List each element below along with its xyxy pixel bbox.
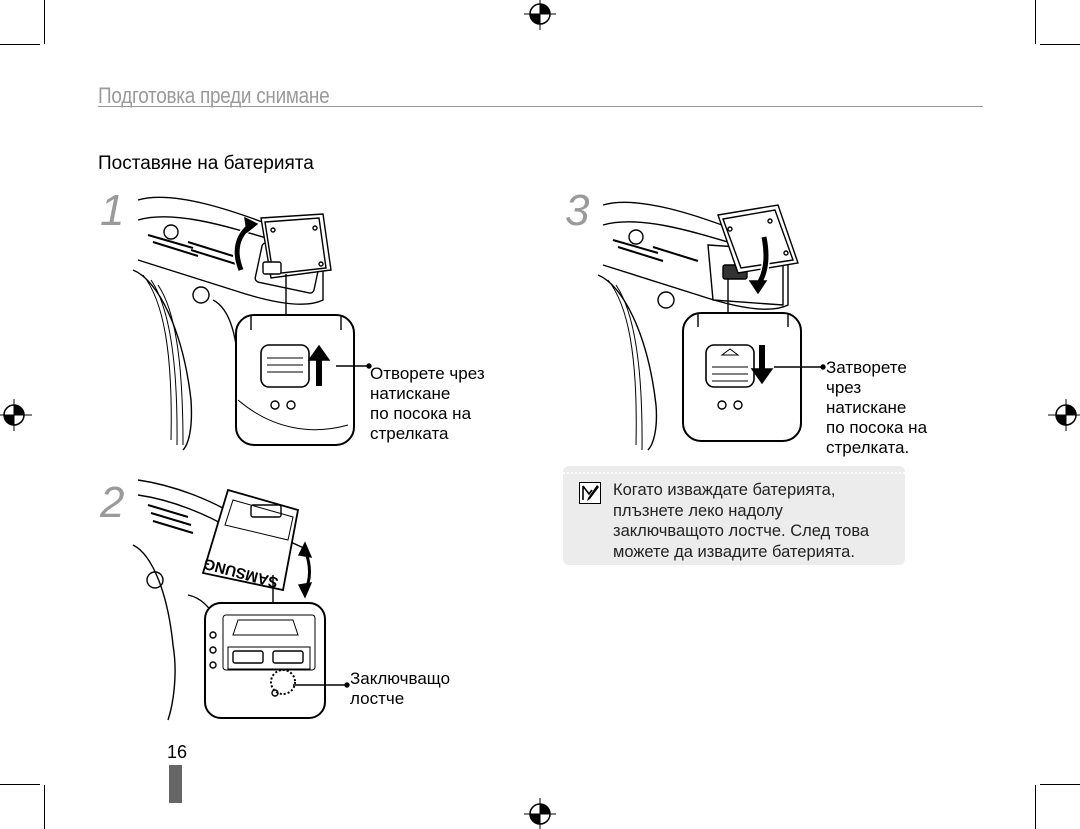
- registration-mark-left-icon: [0, 399, 32, 431]
- registration-mark-bottom-icon: [524, 798, 556, 829]
- registration-mark-top-icon: [524, 0, 556, 30]
- step-number-2: 2: [100, 478, 125, 527]
- registration-mark-right-icon: [1048, 399, 1080, 431]
- step-1-illustration: [132, 196, 372, 451]
- step-3-callout: Затворете чрез натискане по посока на ст…: [826, 358, 928, 457]
- chapter-divider: [98, 106, 983, 107]
- step-number-1: 1: [100, 186, 125, 235]
- page-edge-tab: [169, 765, 182, 803]
- step-2-illustration: SAMSUNG: [132, 479, 350, 721]
- step-2-callout: Заключващо лостче: [350, 669, 451, 708]
- step-number-3: 3: [565, 186, 590, 235]
- note-box: Когато изваждате батерията, плъзнете лек…: [563, 466, 905, 565]
- note-text: Когато изваждате батерията, плъзнете лек…: [613, 481, 870, 561]
- step-1-callout: Отворете чрез натискане по посока на стр…: [370, 364, 485, 443]
- page-number: 16: [167, 742, 188, 762]
- note-pencil-icon: [579, 482, 601, 504]
- note-dotted-rule: [563, 472, 905, 474]
- section-title: Поставяне на батерията: [98, 153, 314, 174]
- chapter-title: Подготовка преди снимане: [98, 83, 330, 108]
- step-3-illustration: [597, 201, 826, 451]
